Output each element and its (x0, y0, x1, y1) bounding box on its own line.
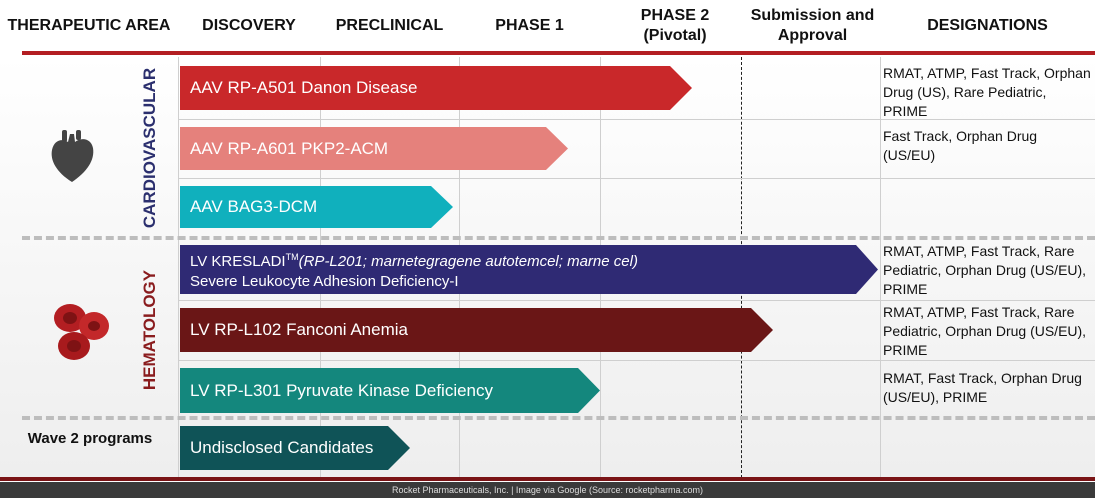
row-divider (178, 360, 1095, 361)
header-phase2: PHASE 2 (Pivotal) (640, 7, 710, 44)
designations-rp-a601: Fast Track, Orphan Drug (US/EU) (883, 128, 1038, 163)
area-wave2: Wave 2 programs (27, 430, 153, 447)
bottom-divider (0, 477, 1095, 481)
row-divider (178, 119, 1095, 120)
header-designations: DESIGNATIONS (927, 17, 1048, 34)
program-label: LV KRESLADITM(RP-L201; marnetegragene au… (190, 252, 638, 270)
row-divider (178, 178, 1095, 179)
designations-rp-l102: RMAT, ATMP, Fast Track, Rare Pediatric, … (883, 304, 1087, 358)
area-cardiovascular: CARDIOVASCULAR (140, 67, 159, 229)
section-separator (22, 416, 1095, 420)
program-label: LV RP-L301 Pyruvate Kinase Deficiency (190, 380, 494, 400)
section-separator (22, 236, 1095, 240)
program-label: AAV RP-A601 PKP2-ACM (190, 138, 389, 158)
designations-kresladi: RMAT, ATMP, Fast Track, Rare Pediatric, … (883, 243, 1087, 297)
grid-line (178, 57, 179, 478)
program-label: LV RP-L102 Fanconi Anemia (190, 320, 408, 339)
program-label: Undisclosed Candidates (190, 438, 374, 457)
header-divider (22, 51, 1095, 55)
blood-cells-icon (48, 296, 118, 366)
header-preclinical: PRECLINICAL (335, 17, 444, 34)
program-bar-kresladi[interactable]: LV KRESLADITM(RP-L201; marnetegragene au… (180, 245, 878, 294)
program-label: AAV BAG3-DCM (190, 197, 318, 216)
header-submission: Submission and Approval (750, 7, 875, 44)
header-phase1: PHASE 1 (495, 17, 564, 34)
program-bar-rp-a501[interactable]: AAV RP-A501 Danon Disease (180, 66, 692, 110)
header-therapeutic-area: THERAPEUTIC AREA (7, 17, 171, 34)
program-bar-undisclosed[interactable]: Undisclosed Candidates (180, 426, 410, 470)
header-discovery: DISCOVERY (202, 17, 296, 34)
designations-rp-l301: RMAT, Fast Track, Orphan Drug (US/EU), P… (883, 370, 1082, 405)
program-bar-rp-l301[interactable]: LV RP-L301 Pyruvate Kinase Deficiency (180, 368, 600, 413)
program-bar-rp-l102[interactable]: LV RP-L102 Fanconi Anemia (180, 308, 773, 352)
row-divider (178, 300, 1095, 301)
program-bar-bag3[interactable]: AAV BAG3-DCM (180, 186, 453, 228)
program-bar-rp-a601[interactable]: AAV RP-A601 PKP2-ACM (180, 127, 568, 170)
footer-credit: Rocket Pharmaceuticals, Inc. | Image via… (0, 482, 1095, 498)
program-sublabel: Severe Leukocyte Adhesion Deficiency-I (190, 273, 459, 290)
heart-icon (48, 128, 96, 184)
designations-rp-a501: RMAT, ATMP, Fast Track, Orphan Drug (US)… (883, 65, 1091, 119)
area-hematology: HEMATOLOGY (140, 269, 159, 391)
program-label: AAV RP-A501 Danon Disease (190, 78, 418, 97)
grid-line (880, 57, 881, 478)
